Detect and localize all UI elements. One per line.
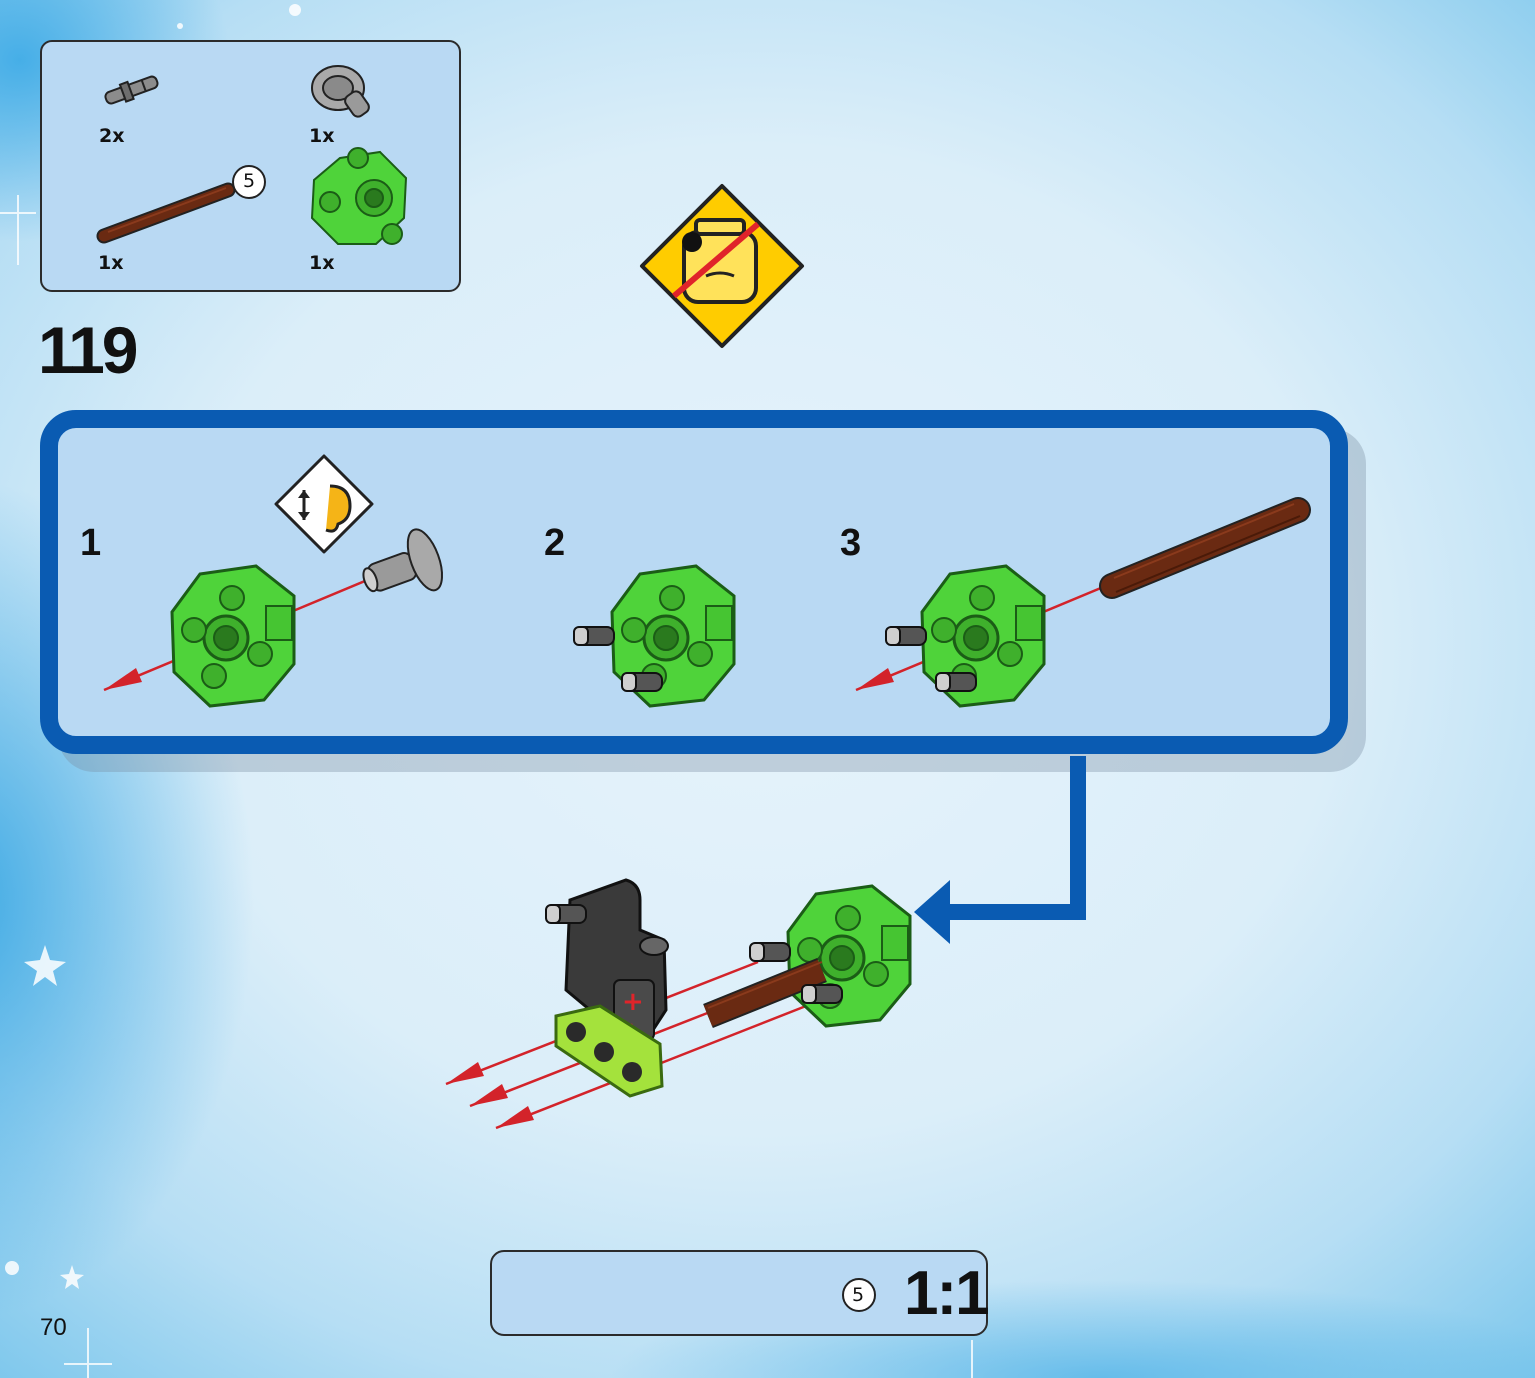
no-small-parts-warning-icon [640, 184, 804, 348]
substep-number-2: 2 [544, 522, 566, 564]
page-number: 70 [40, 1314, 67, 1341]
part-qty-axle-pin: 2x [99, 125, 125, 147]
axle-pin-icon [104, 75, 159, 105]
part-qty-brown-axle: 1x [98, 252, 124, 274]
brown-axle-icon [96, 182, 236, 244]
part-qty-pin-with-bush: 1x [309, 125, 335, 147]
step-number: 119 [38, 313, 138, 387]
scale-length-callout: 5 [852, 1284, 865, 1306]
part-qty-green-hub: 1x [309, 252, 335, 274]
substep-number-1: 1 [80, 522, 102, 564]
main-assembly-art: + + [445, 878, 912, 1130]
scale-length-callout-icon [842, 1278, 876, 1312]
connector-arrow [914, 756, 1086, 944]
parts-list-art [96, 65, 408, 245]
svg-text:+: + [622, 987, 644, 1017]
click-sound-ear-icon [274, 454, 374, 554]
substep-3-art [855, 497, 1311, 708]
green-hub-icon [310, 147, 408, 245]
scale-ratio: 1:1 [904, 1259, 990, 1328]
substep-number-3: 3 [840, 522, 862, 564]
parts-length-callout: 5 [243, 170, 256, 192]
length-callout-icon [232, 165, 266, 199]
pin-with-bush-icon [311, 65, 370, 118]
substep-1-art [103, 528, 444, 708]
scale-reference-box [490, 1250, 988, 1336]
substep-2-art [573, 564, 736, 708]
